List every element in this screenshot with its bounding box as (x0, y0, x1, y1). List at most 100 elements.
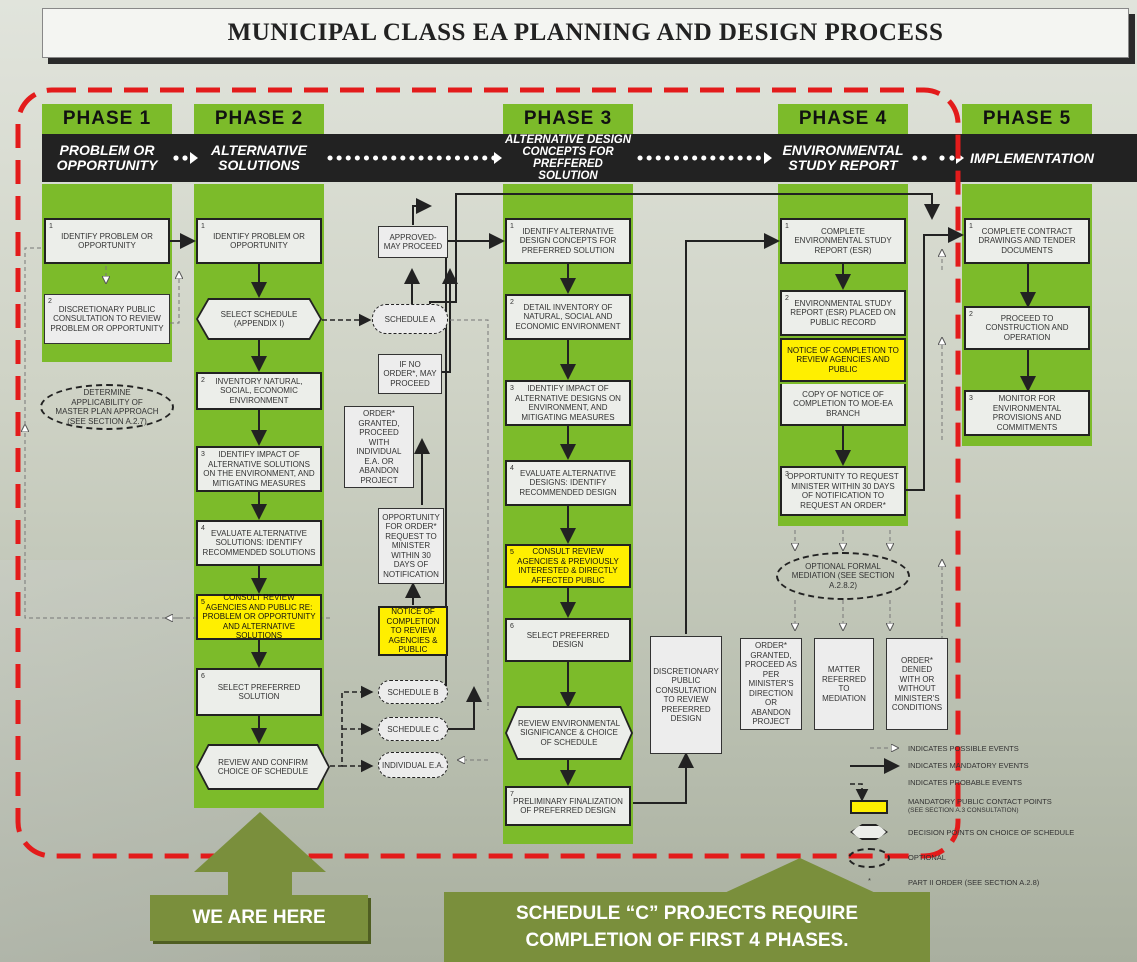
step-number: 2 (201, 377, 205, 384)
opportunity-for-order: OPPORTUNITY FOR ORDER* REQUEST TO MINIST… (378, 508, 444, 584)
decision-text: SELECT SCHEDULE (APPENDIX I) (198, 300, 320, 338)
phase3-step5-public-contact: 5 CONSULT REVIEW AGENCIES & PREVIOUSLY I… (505, 544, 631, 588)
step-text: IDENTIFY IMPACT OF ALTERNATIVE DESIGNS O… (515, 384, 621, 422)
step-text: CONSULT REVIEW AGENCIES & PREVIOUSLY INT… (517, 547, 619, 585)
step-text: DISCRETIONARY PUBLIC CONSULTATION TO REV… (50, 304, 164, 333)
phase5-step3: 3 MONITOR FOR ENVIRONMENTAL PROVISIONS A… (964, 390, 1090, 436)
phase2-step1: 1 IDENTIFY PROBLEM OR OPPORTUNITY (196, 218, 322, 264)
notice-of-completion-public-contact: NOTICE OF COMPLETION TO REVIEW AGENCIES … (378, 606, 448, 656)
phase1-header: PHASE 1 (42, 104, 172, 134)
step-text: COMPLETE ENVIRONMENTAL STUDY REPORT (ESR… (794, 226, 892, 255)
we-are-here-callout: WE ARE HERE (150, 895, 368, 941)
step-text: PRELIMINARY FINALIZATION OF PREFERRED DE… (513, 796, 623, 816)
phase4-outcome-mediation: MATTER REFERRED TO MEDIATION (814, 638, 874, 730)
phase4-notice-public-contact: NOTICE OF COMPLETION TO REVIEW AGENCIES … (780, 338, 906, 382)
if-no-order: IF NO ORDER*, MAY PROCEED (378, 354, 442, 394)
phase4-header: PHASE 4 (778, 104, 908, 134)
step-number: 2 (510, 299, 514, 306)
phase2-step4: 4 EVALUATE ALTERNATIVE SOLUTIONS: IDENTI… (196, 520, 322, 566)
step-number: 4 (510, 465, 514, 472)
phase3-header: PHASE 3 (503, 104, 633, 134)
phase1-step2: 2 DISCRETIONARY PUBLIC CONSULTATION TO R… (44, 294, 170, 344)
phase3-step4: 4 EVALUATE ALTERNATIVE DESIGNS: IDENTIFY… (505, 460, 631, 506)
step-text: ENVIRONMENTAL STUDY REPORT (ESR) PLACED … (790, 298, 896, 327)
legend-hexagon-swatch (850, 824, 888, 840)
phase2-review-schedule-decision: REVIEW AND CONFIRM CHOICE OF SCHEDULE (196, 744, 330, 790)
step-number: 3 (785, 471, 789, 478)
legend-public-contact: MANDATORY PUBLIC CONTACT POINTS (908, 797, 1052, 806)
phase3-step1: 1 IDENTIFY ALTERNATIVE DESIGN CONCEPTS F… (505, 218, 631, 264)
phase4-step2: 2 ENVIRONMENTAL STUDY REPORT (ESR) PLACE… (780, 290, 906, 336)
phase1-optional-master-plan: DETERMINE APPLICABILITY OF MASTER PLAN A… (40, 384, 174, 430)
step-number: 3 (510, 385, 514, 392)
step-text: IDENTIFY ALTERNATIVE DESIGN CONCEPTS FOR… (519, 226, 617, 255)
phase3-step2: 2 DETAIL INVENTORY OF NATURAL, SOCIAL AN… (505, 294, 631, 340)
phase5-description: IMPLEMENTATION (970, 149, 1094, 166)
phase4-outcome-order-denied: ORDER* DENIED WITH OR WITHOUT MINISTER'S… (886, 638, 948, 730)
schedule-c-callout-line1: SCHEDULE “C” PROJECTS REQUIRE (515, 903, 859, 924)
phase5-header: PHASE 5 (962, 104, 1092, 134)
phase5-step1: 1 COMPLETE CONTRACT DRAWINGS AND TENDER … (964, 218, 1090, 264)
phase3-step3: 3 IDENTIFY IMPACT OF ALTERNATIVE DESIGNS… (505, 380, 631, 426)
page-title: MUNICIPAL CLASS EA PLANNING AND DESIGN P… (42, 8, 1129, 58)
step-number: 2 (969, 311, 973, 318)
step-number: 7 (510, 791, 514, 798)
phase2-step5-public-contact: 5 CONSULT REVIEW AGENCIES AND PUBLIC re:… (196, 593, 322, 641)
phase3-review-significance-decision: REVIEW ENVIRONMENTAL SIGNIFICANCE & CHOI… (505, 706, 633, 760)
schedule-c-callout-line2: COMPLETION OF FIRST 4 PHASES. (525, 930, 849, 951)
phase4-copy-notice: COPY OF NOTICE OF COMPLETION TO MOE-EA B… (780, 384, 906, 426)
phase2-select-schedule-decision: SELECT SCHEDULE (APPENDIX I) (196, 298, 322, 340)
step-text: EVALUATE ALTERNATIVE SOLUTIONS: IDENTIFY… (202, 528, 316, 557)
legend-possible-events: INDICATES POSSIBLE EVENTS (908, 744, 1019, 753)
step-text: DETAIL INVENTORY OF NATURAL, SOCIAL AND … (515, 302, 621, 331)
step-number: 6 (510, 623, 514, 630)
phase2-description: ALTERNATIVE SOLUTIONS (211, 142, 307, 173)
step-number: 1 (969, 223, 973, 230)
phase3-step7: 7 PRELIMINARY FINALIZATION OF PREFERRED … (505, 786, 631, 826)
phase2-step2: 2 INVENTORY NATURAL, SOCIAL, ECONOMIC EN… (196, 372, 322, 410)
phase2-step3: 3 IDENTIFY IMPACT OF ALTERNATIVE SOLUTIO… (196, 446, 322, 492)
legend-decision-points: DECISION POINTS ON CHOICE OF SCHEDULE (908, 828, 1075, 837)
step-number: 5 (201, 599, 205, 606)
phase4-step3: 3 OPPORTUNITY TO REQUEST MINISTER WITHIN… (780, 466, 906, 516)
phase3-discretionary-consultation: DISCRETIONARY PUBLIC CONSULTATION TO REV… (650, 636, 722, 754)
step-number: 2 (785, 295, 789, 302)
step-number: 3 (201, 451, 205, 458)
phase5-step2: 2 PROCEED TO CONSTRUCTION AND OPERATION (964, 306, 1090, 350)
phase1-step1: 1 IDENTIFY PROBLEM OR OPPORTUNITY (44, 218, 170, 264)
step-text: IDENTIFY IMPACT OF ALTERNATIVE SOLUTIONS… (203, 450, 315, 488)
step-number: 6 (201, 673, 205, 680)
order-granted-individual-ea: ORDER* GRANTED, PROCEED WITH INDIVIDUAL … (344, 406, 414, 488)
decision-text: REVIEW AND CONFIRM CHOICE OF SCHEDULE (198, 746, 328, 788)
step-number: 5 (510, 549, 514, 556)
individual-ea: INDIVIDUAL E.A. (378, 752, 448, 778)
legend-yellow-swatch (850, 800, 888, 814)
step-text: EVALUATE ALTERNATIVE DESIGNS: IDENTIFY R… (519, 468, 617, 497)
schedule-c: SCHEDULE C (378, 717, 448, 741)
step-text: COMPLETE CONTRACT DRAWINGS AND TENDER DO… (978, 226, 1076, 255)
phase4-optional-mediation: OPTIONAL FORMAL MEDIATION (See Section A… (776, 552, 910, 600)
step-text: MONITOR FOR ENVIRONMENTAL PROVISIONS AND… (992, 394, 1062, 432)
step-text: INVENTORY NATURAL, SOCIAL, ECONOMIC ENVI… (215, 376, 303, 405)
step-text: SELECT PREFERRED SOLUTION (217, 682, 301, 702)
phase3-step6: 6 SELECT PREFERRED DESIGN (505, 618, 631, 662)
step-text: IDENTIFY PROBLEM OR OPPORTUNITY (213, 231, 305, 251)
phase4-description: ENVIRONMENTAL STUDY REPORT (782, 142, 904, 173)
step-text: OPPORTUNITY TO REQUEST MINISTER WITHIN 3… (787, 472, 899, 510)
step-text: SELECT PREFERRED DESIGN (526, 630, 610, 650)
phase1-description: PROBLEM OR OPPORTUNITY (56, 142, 158, 173)
step-text: CONSULT REVIEW AGENCIES AND PUBLIC re: P… (202, 593, 316, 641)
step-number: 1 (510, 223, 514, 230)
schedule-c-callout: SCHEDULE “C” PROJECTS REQUIRE COMPLETION… (444, 892, 930, 962)
legend-public-contact-sub: (See Section A.3 Consultation) (908, 807, 1019, 814)
step-number: 3 (969, 395, 973, 402)
legend-probable-events: INDICATES PROBABLE EVENTS (908, 778, 1023, 787)
legend-optional: OPTIONAL (908, 853, 946, 862)
step-number: 1 (49, 223, 53, 230)
phase4-step1: 1 COMPLETE ENVIRONMENTAL STUDY REPORT (E… (780, 218, 906, 264)
phase4-outcome-order-granted: ORDER* GRANTED, PROCEED AS PER MINISTER'… (740, 638, 802, 730)
step-number: 2 (48, 298, 52, 305)
legend-star: * (868, 876, 871, 885)
schedule-b: SCHEDULE B (378, 680, 448, 704)
schedule-a: SCHEDULE A (372, 304, 448, 334)
